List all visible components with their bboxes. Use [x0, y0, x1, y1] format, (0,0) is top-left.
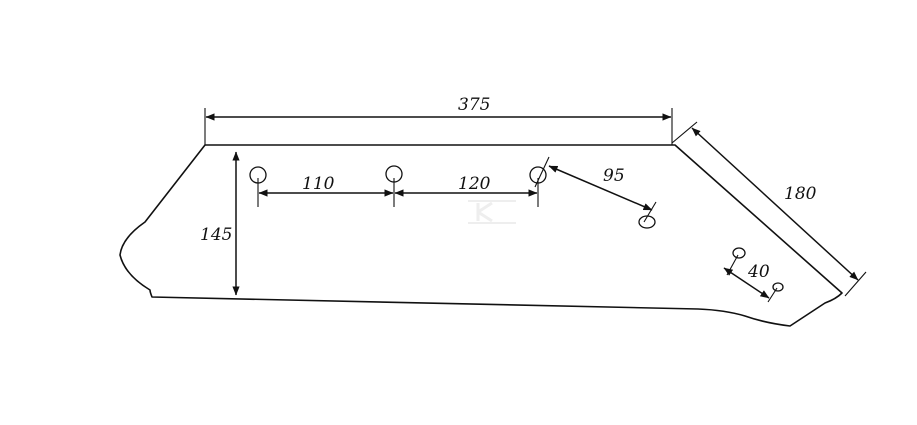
- hole-5: [732, 247, 746, 259]
- dim-top-length: 375: [204, 95, 673, 145]
- mounting-holes: [249, 156, 784, 303]
- hole-6: [772, 282, 784, 292]
- dim-hole-spacing-2-label: 120: [458, 174, 491, 194]
- dim-diagonal-hole-label: 95: [603, 166, 625, 186]
- dim-height: 145: [200, 151, 240, 296]
- dim-small-hole-spacing: 40: [723, 262, 770, 299]
- share-outline: [119, 144, 843, 327]
- dim-height-label: 145: [200, 225, 232, 245]
- dim-diagonal-hole: 95: [548, 165, 653, 211]
- dim-right-edge: 180: [671, 121, 867, 297]
- dim-top-length-label: 375: [458, 95, 490, 115]
- dim-hole-spacing-1: 110: [258, 174, 394, 197]
- dim-hole-spacing-2: 120: [394, 174, 538, 197]
- dim-hole-spacing-1-label: 110: [302, 174, 335, 194]
- dim-right-edge-label: 180: [784, 184, 817, 204]
- watermark-logo: [468, 200, 516, 224]
- dim-small-hole-spacing-label: 40: [747, 262, 770, 282]
